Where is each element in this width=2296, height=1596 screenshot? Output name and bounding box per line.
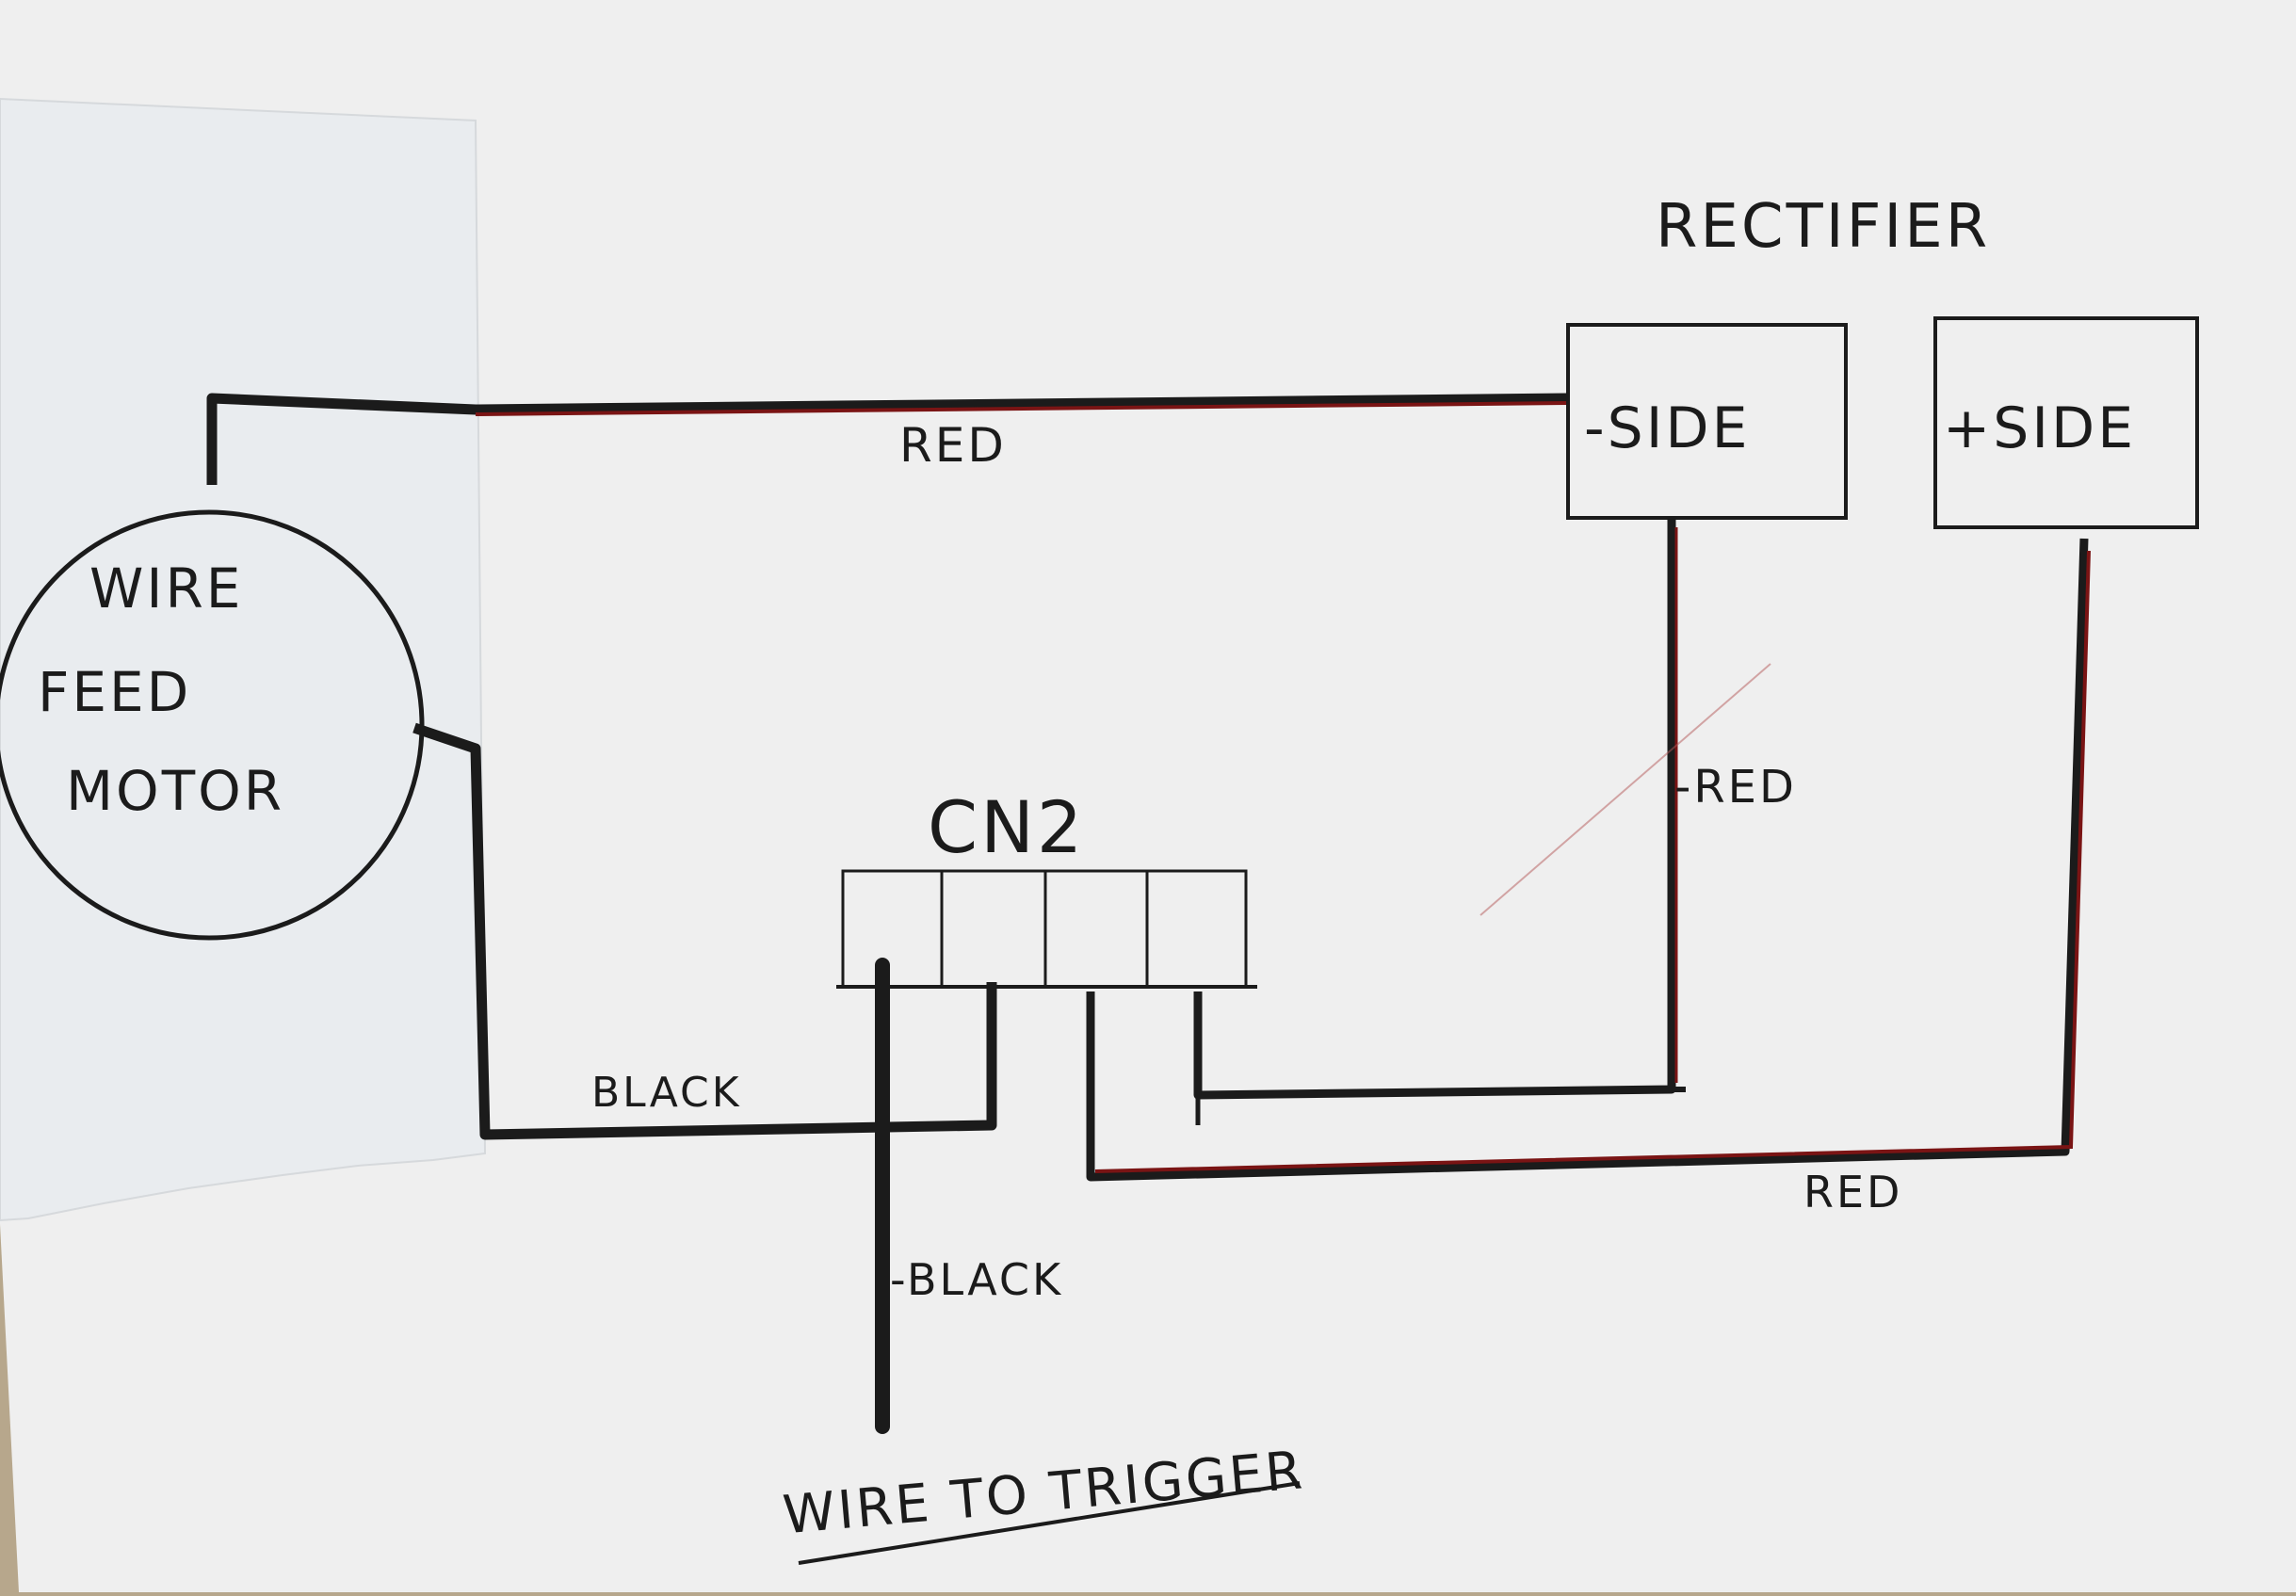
label-motor-black: BLACK <box>591 1069 742 1117</box>
wire-positive-red-trace <box>1094 550 2091 1173</box>
rectifier-title: RECTIFIER <box>1656 192 1990 262</box>
motor-circle <box>0 509 425 941</box>
rectifier-positive-box <box>1933 316 2199 529</box>
stray-pen-mark <box>1479 663 1771 916</box>
label-top-red: RED <box>899 418 1007 473</box>
label-right-red: -RED <box>1674 761 1797 814</box>
motor-label-line2: FEED <box>38 660 191 724</box>
wire-positive-side-to-cn2 <box>1086 538 2089 1182</box>
motor-label-line3: MOTOR <box>66 759 284 823</box>
wire-motor-black <box>412 722 997 1140</box>
wire-top-red-trace <box>475 401 1569 416</box>
rectifier-negative-label: -SIDE <box>1584 395 1751 461</box>
label-trigger-black: -BLACK <box>890 1254 1063 1305</box>
label-bottom-red: RED <box>1803 1167 1902 1217</box>
wire-motor-to-rectifier-top <box>206 393 1569 485</box>
connector-label: CN2 <box>928 785 1085 869</box>
wire-negative-side-to-cn2 <box>1193 516 1676 1100</box>
trigger-label-underline <box>798 1481 1301 1565</box>
rectifier-negative-box <box>1566 323 1848 520</box>
motor-label-line1: WIRE <box>89 556 243 621</box>
rectifier-positive-label: +SIDE <box>1943 395 2136 461</box>
